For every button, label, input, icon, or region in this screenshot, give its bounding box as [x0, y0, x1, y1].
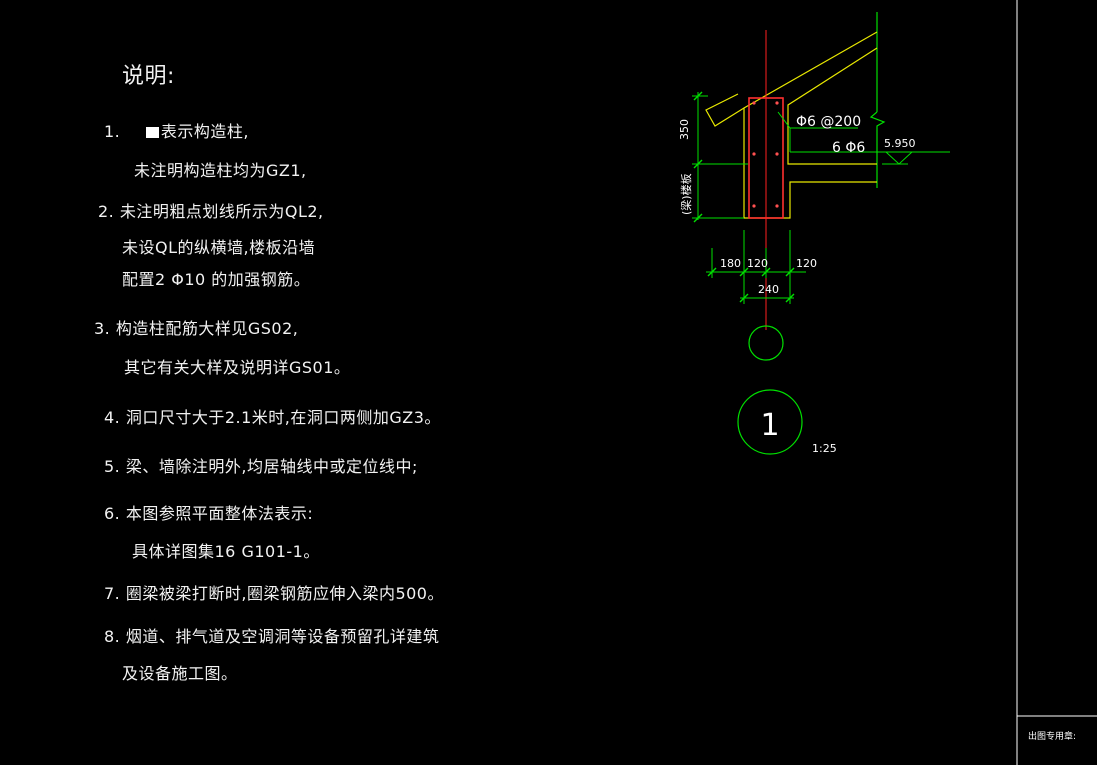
note-text: 洞口尺寸大于2.1米时,在洞口两侧加GZ3。: [125, 408, 441, 427]
note-item-2: 2. 未注明粗点划线所示为QL2,: [98, 198, 324, 222]
note-text: 本图参照平面整体法表示:: [125, 504, 314, 523]
note-item-3: 3. 构造柱配筋大样见GS02,: [94, 315, 298, 339]
roof-inner-outline: [787, 47, 878, 165]
dim-label-180: 180: [720, 257, 741, 270]
height-dim-label: 350: [678, 119, 691, 140]
detail-number: 1: [760, 408, 779, 443]
note-number: 1.: [104, 122, 121, 141]
note-number: 4.: [104, 408, 121, 427]
detail-number-circle: [737, 389, 803, 455]
note-item-7: 7. 圈梁被梁打断时,圈梁钢筋应伸入梁内500。: [104, 580, 444, 604]
scale-label: 1:25: [812, 442, 837, 455]
note-number: 2.: [98, 202, 115, 221]
note-text: 未注明粗点划线所示为QL2,: [119, 202, 324, 221]
note-item-4: 4. 洞口尺寸大于2.1米时,在洞口两侧加GZ3。: [104, 404, 441, 428]
note-item-8: 8. 烟道、排气道及空调洞等设备预留孔详建筑: [104, 623, 439, 647]
note-item-6: 6. 本图参照平面整体法表示:: [104, 500, 313, 524]
note-number: 5.: [104, 457, 121, 476]
drawing-stamp-label: 出图专用章:: [1028, 732, 1077, 742]
note-continuation: 未注明构造柱均为GZ1,: [134, 161, 307, 180]
side-dim-label: (梁)楼板: [679, 173, 693, 215]
break-line: [869, 111, 886, 188]
notes-title: 说明:: [122, 64, 175, 89]
rebar-dots: [752, 101, 779, 208]
note-number: 3.: [94, 319, 111, 338]
dim-label-120-right: 120: [796, 257, 817, 270]
note-text: 构造柱配筋大样见GS02,: [115, 319, 299, 338]
note-number: 7.: [104, 584, 121, 603]
total-dim-label: 240: [758, 283, 779, 296]
note-item-5: 5. 梁、墙除注明外,均居轴线中或定位线中;: [104, 453, 418, 477]
elevation-label: 5.950: [884, 137, 916, 150]
note-number: 8.: [104, 627, 121, 646]
note-continuation: 未设QL的纵横墙,楼板沿墙: [122, 238, 316, 257]
column-symbol-icon: [145, 127, 159, 138]
note-number: 6.: [104, 504, 121, 523]
stirrup-label: Φ6 @200: [796, 114, 861, 130]
note-continuation: 具体详图集16 G101-1。: [132, 542, 320, 561]
note-continuation: 其它有关大样及说明详GS01。: [124, 358, 351, 377]
elevation-marker-icon: [884, 151, 914, 165]
note-text: 梁、墙除注明外,均居轴线中或定位线中;: [125, 457, 418, 476]
dim-label-120-left: 120: [747, 257, 768, 270]
note-text: 烟道、排气道及空调洞等设备预留孔详建筑: [125, 627, 440, 646]
note-text: 圈梁被梁打断时,圈梁钢筋应伸入梁内500。: [125, 584, 444, 603]
eave-outline: [705, 93, 745, 127]
note-item-1: 1. 表示构造柱,: [104, 118, 249, 142]
notes-panel: 说明: 1. 表示构造柱, 未注明构造柱均为GZ1, 2. 未注明粗点划线所示为…: [94, 64, 444, 683]
note-text: 表示构造柱,: [160, 122, 249, 141]
note-continuation: 配置2 Φ10 的加强钢筋。: [122, 270, 311, 289]
note-continuation: 及设备施工图。: [122, 664, 238, 683]
axis-bubble: [748, 325, 784, 361]
rebar-label: 6 Φ6: [832, 140, 865, 156]
